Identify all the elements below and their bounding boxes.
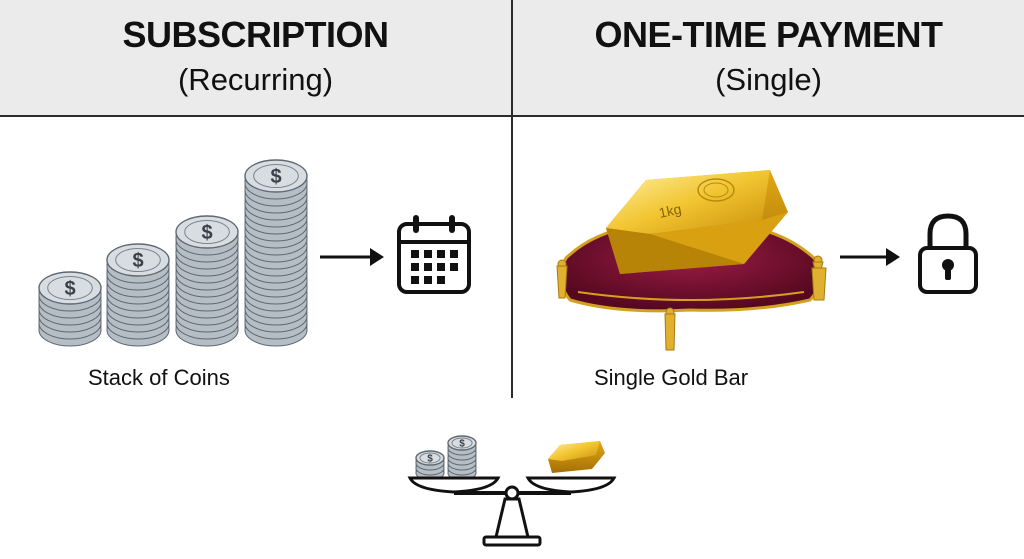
left-header: SUBSCRIPTION (Recurring) [0,0,511,115]
calendar-icon [397,215,471,294]
padlock-icon [918,213,978,294]
dollar-sign-icon: $ [132,250,143,272]
stack-of-coins-caption: Stack of Coins [88,365,230,390]
dollar-sign-icon: $ [459,439,465,450]
gold-bar-weight-label: 1kg [657,201,682,221]
one-time-payment-title: ONE-TIME PAYMENT [594,14,943,55]
one-time-payment-subtitle: (Single) [715,62,822,97]
arrow-right-icon [320,248,384,266]
small-gold-bar-icon [548,441,605,473]
dollar-sign-icon: $ [201,222,212,244]
dollar-sign-icon: $ [64,278,75,300]
right-header: ONE-TIME PAYMENT (Single) [513,0,1024,115]
gold-bar-on-cushion-icon: 1kg [556,170,827,351]
arrow-right-icon [840,248,900,266]
dollar-sign-icon: $ [427,454,433,465]
dollar-sign-icon: $ [270,166,281,188]
subscription-title: SUBSCRIPTION [122,14,389,55]
center-divider [511,0,513,398]
small-coin-stacks-icon: $$ [415,435,477,481]
subscription-subtitle: (Recurring) [177,62,334,97]
single-gold-bar-caption: Single Gold Bar [594,365,749,390]
balance-scale-icon: $$ [407,435,617,547]
